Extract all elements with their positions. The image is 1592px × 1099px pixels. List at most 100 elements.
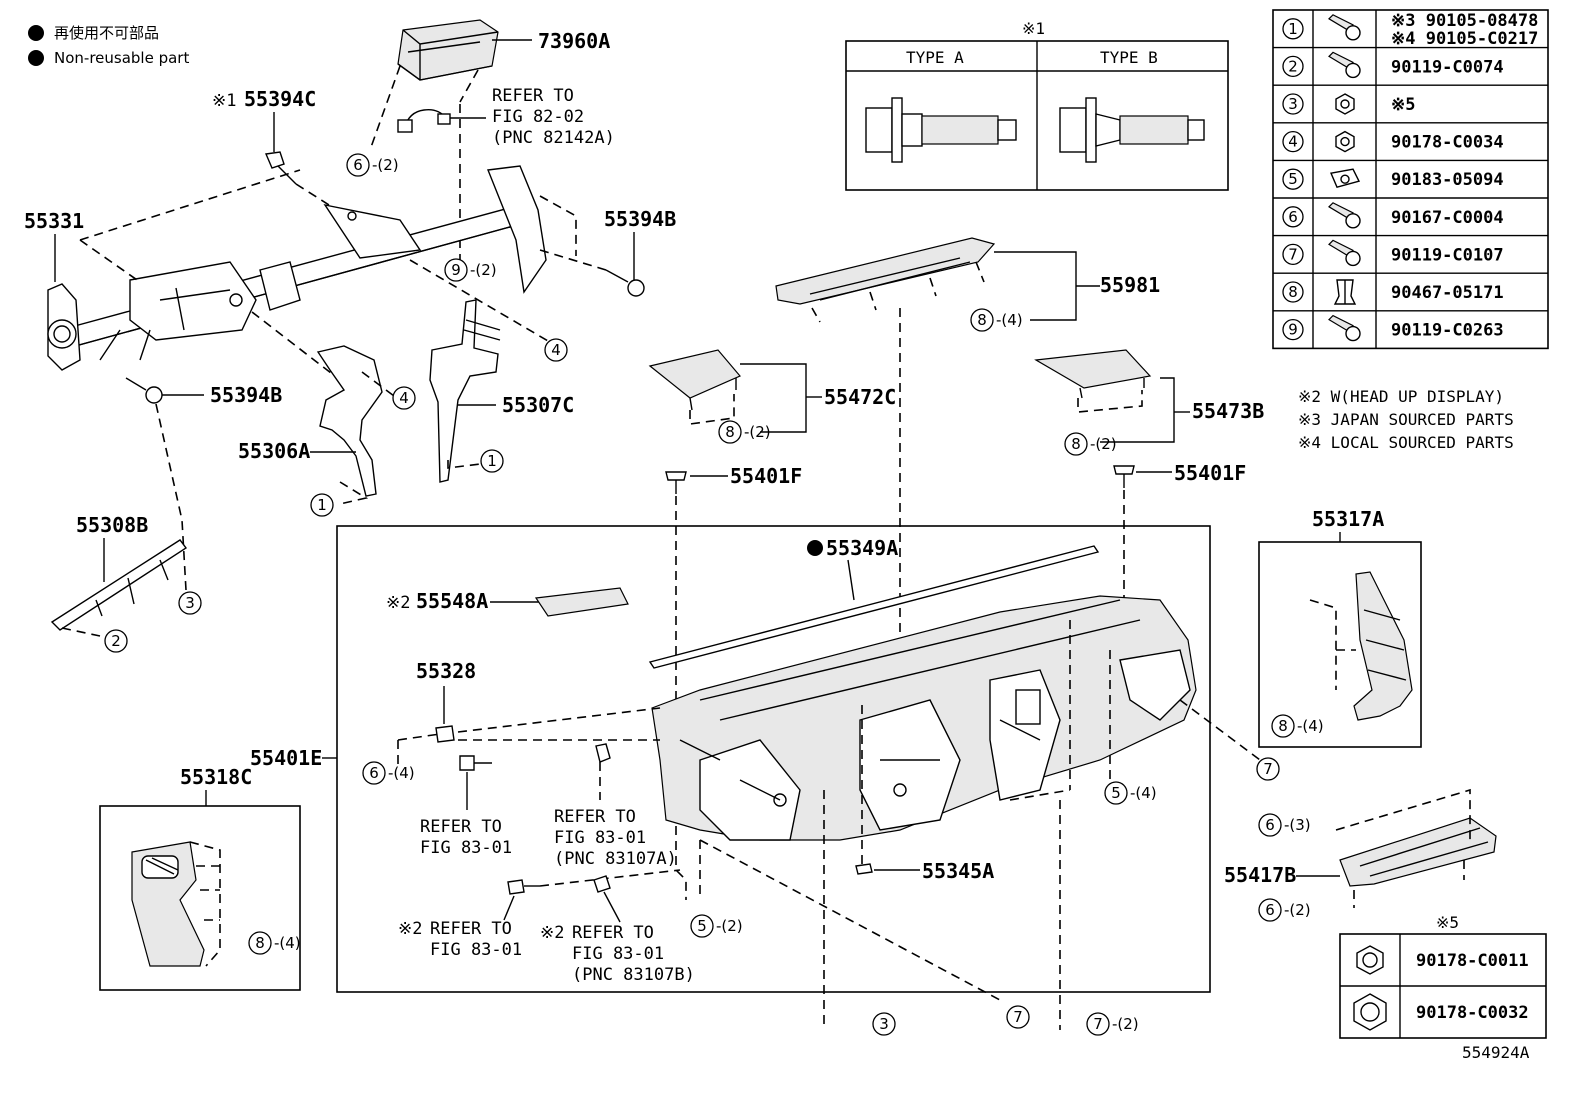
label-73960A: 73960A (538, 29, 610, 53)
callout-circle (480, 449, 504, 473)
fastener-part: 90119-C0107 (1391, 245, 1504, 265)
callout-circle (178, 591, 202, 615)
label-55401F-right: 55401F (1174, 461, 1246, 485)
callout-c6-top: 6-(2) (346, 153, 399, 177)
callout-c5-r: 5 -(4) (1104, 781, 1157, 805)
callout-number: 7 (1263, 760, 1273, 778)
callout-quantity: -(4) (388, 764, 415, 782)
fastener-num: 4 (1288, 133, 1298, 151)
bolt-55394B-bottom: 55394B (125, 377, 282, 591)
callout-number: 7 (1013, 1008, 1023, 1026)
callout-number: 8 (725, 423, 735, 441)
svg-text:※1: ※1 (212, 91, 236, 111)
dash-reinforcement-55331: 55331 (24, 165, 577, 381)
svg-text:FIG 83-01: FIG 83-01 (430, 940, 522, 960)
non-reusable-dot-icon (28, 25, 44, 41)
callout-circle (362, 761, 386, 785)
fastener-part: 90183-05094 (1391, 170, 1504, 190)
nut-icon (1335, 130, 1355, 153)
callout-number: 1 (487, 452, 497, 470)
harness-connector (397, 108, 486, 133)
figure-id: 554924A (1462, 1043, 1530, 1062)
svg-text:※2: ※2 (386, 593, 410, 613)
callout-c8-981: 8-(4) (970, 308, 1023, 332)
clip-nut-icon (1330, 168, 1361, 189)
label-55349A: 55349A (826, 536, 898, 560)
callout-c7-b2: 7-(2) (1086, 1012, 1139, 1036)
non-reusable-dot-icon (28, 50, 44, 66)
callout-quantity: -(4) (1130, 784, 1157, 802)
type-table-mark: ※1 (1022, 19, 1045, 38)
callout-number: 7 (1093, 1015, 1103, 1033)
side-cover-55318C: 55318C (99, 765, 301, 991)
callout-circle (104, 629, 128, 653)
callout-circle (1282, 206, 1304, 228)
nut-table-mark: ※5 (1436, 913, 1459, 932)
svg-text:REFER TO: REFER TO (430, 919, 512, 939)
callout-circle (1256, 757, 1280, 781)
callout-circle (1006, 1005, 1030, 1029)
callout-number: 6 (369, 764, 379, 782)
callout-number: 1 (317, 496, 327, 514)
callout-circle (392, 386, 416, 410)
clip-icon (1333, 279, 1357, 305)
callout-circle (1086, 1012, 1110, 1036)
callout-quantity: -(2) (744, 423, 771, 441)
fastener-part: 90178-C0034 (1391, 133, 1504, 153)
fastener-part: 90467-05171 (1391, 283, 1504, 303)
type-b-header: TYPE B (1100, 48, 1158, 67)
svg-text:※2: ※2 (398, 919, 422, 939)
callout-number: 5 (1111, 784, 1121, 802)
note-3: ※3 JAPAN SOURCED PARTS (1298, 410, 1514, 429)
callout-circle (1282, 168, 1304, 190)
fastener-part: 90119-C0263 (1391, 321, 1504, 341)
cover-55473B: 55473B (1034, 349, 1264, 443)
label-55306A: 55306A (238, 439, 310, 463)
callout-c3-l: 3 (178, 591, 202, 615)
callout-number: 5 (697, 917, 707, 935)
clip-55401F-right: 55401F (1113, 461, 1246, 620)
svg-text:※2: ※2 (540, 923, 564, 943)
note-2: ※2 W(HEAD UP DISPLAY) (1298, 387, 1504, 406)
fastener-row: 9 90119-C0263 (1282, 314, 1504, 342)
fastener-num: 9 (1288, 321, 1298, 339)
fastener-part: ※5 (1391, 95, 1415, 115)
bracket-55417B: 55417B (1224, 788, 1497, 908)
callout-quantity: -(4) (274, 934, 301, 952)
non-reusable-dot-icon (807, 540, 823, 556)
callout-quantity: -(2) (716, 917, 743, 935)
callouts: 6-(2)9-(2)4411328-(4)8-(2)8-(2)6-(4)5-(4… (104, 153, 1324, 1036)
callout-c7-b: 7 (1006, 1005, 1030, 1029)
label-55318C: 55318C (180, 765, 252, 789)
fastener-num: 2 (1288, 57, 1298, 75)
nut-table: ※5 90178-C0011 90178-C0032 (1339, 913, 1547, 1039)
bolt-icon (1328, 314, 1361, 342)
callout-number: 4 (551, 341, 561, 359)
callout-c8-472: 8 -(2) (718, 420, 771, 444)
callout-circle (346, 153, 370, 177)
callout-c4-r: 4 (544, 338, 568, 362)
svg-text:REFER TO: REFER TO (492, 86, 574, 106)
label-55394C: 55394C (244, 87, 316, 111)
label-55981: 55981 (1100, 273, 1160, 297)
bolt-55394B-top: 55394B (539, 207, 676, 297)
svg-text:(PNC 83107B): (PNC 83107B) (572, 965, 695, 985)
fastener-row: 3※5 (1282, 93, 1415, 115)
legend-jp-text: 再使用不可部品 (54, 24, 159, 42)
callout-quantity: -(4) (996, 311, 1023, 329)
label-55394B-top: 55394B (604, 207, 676, 231)
callout-quantity: -(2) (372, 156, 399, 174)
label-55394B-bottom: 55394B (210, 383, 282, 407)
label-55307C: 55307C (502, 393, 574, 417)
brace-55306A: 55306A (238, 345, 395, 505)
type-table: ※1 TYPE A TYPE B (845, 19, 1229, 191)
notes: ※2 W(HEAD UP DISPLAY) ※3 JAPAN SOURCED P… (1298, 387, 1514, 452)
label-55401F-left: 55401F (730, 464, 802, 488)
callout-number: 6 (1265, 901, 1275, 919)
callout-quantity: -(4) (1297, 717, 1324, 735)
callout-circle (1258, 898, 1282, 922)
note-4: ※4 LOCAL SOURCED PARTS (1298, 433, 1514, 452)
